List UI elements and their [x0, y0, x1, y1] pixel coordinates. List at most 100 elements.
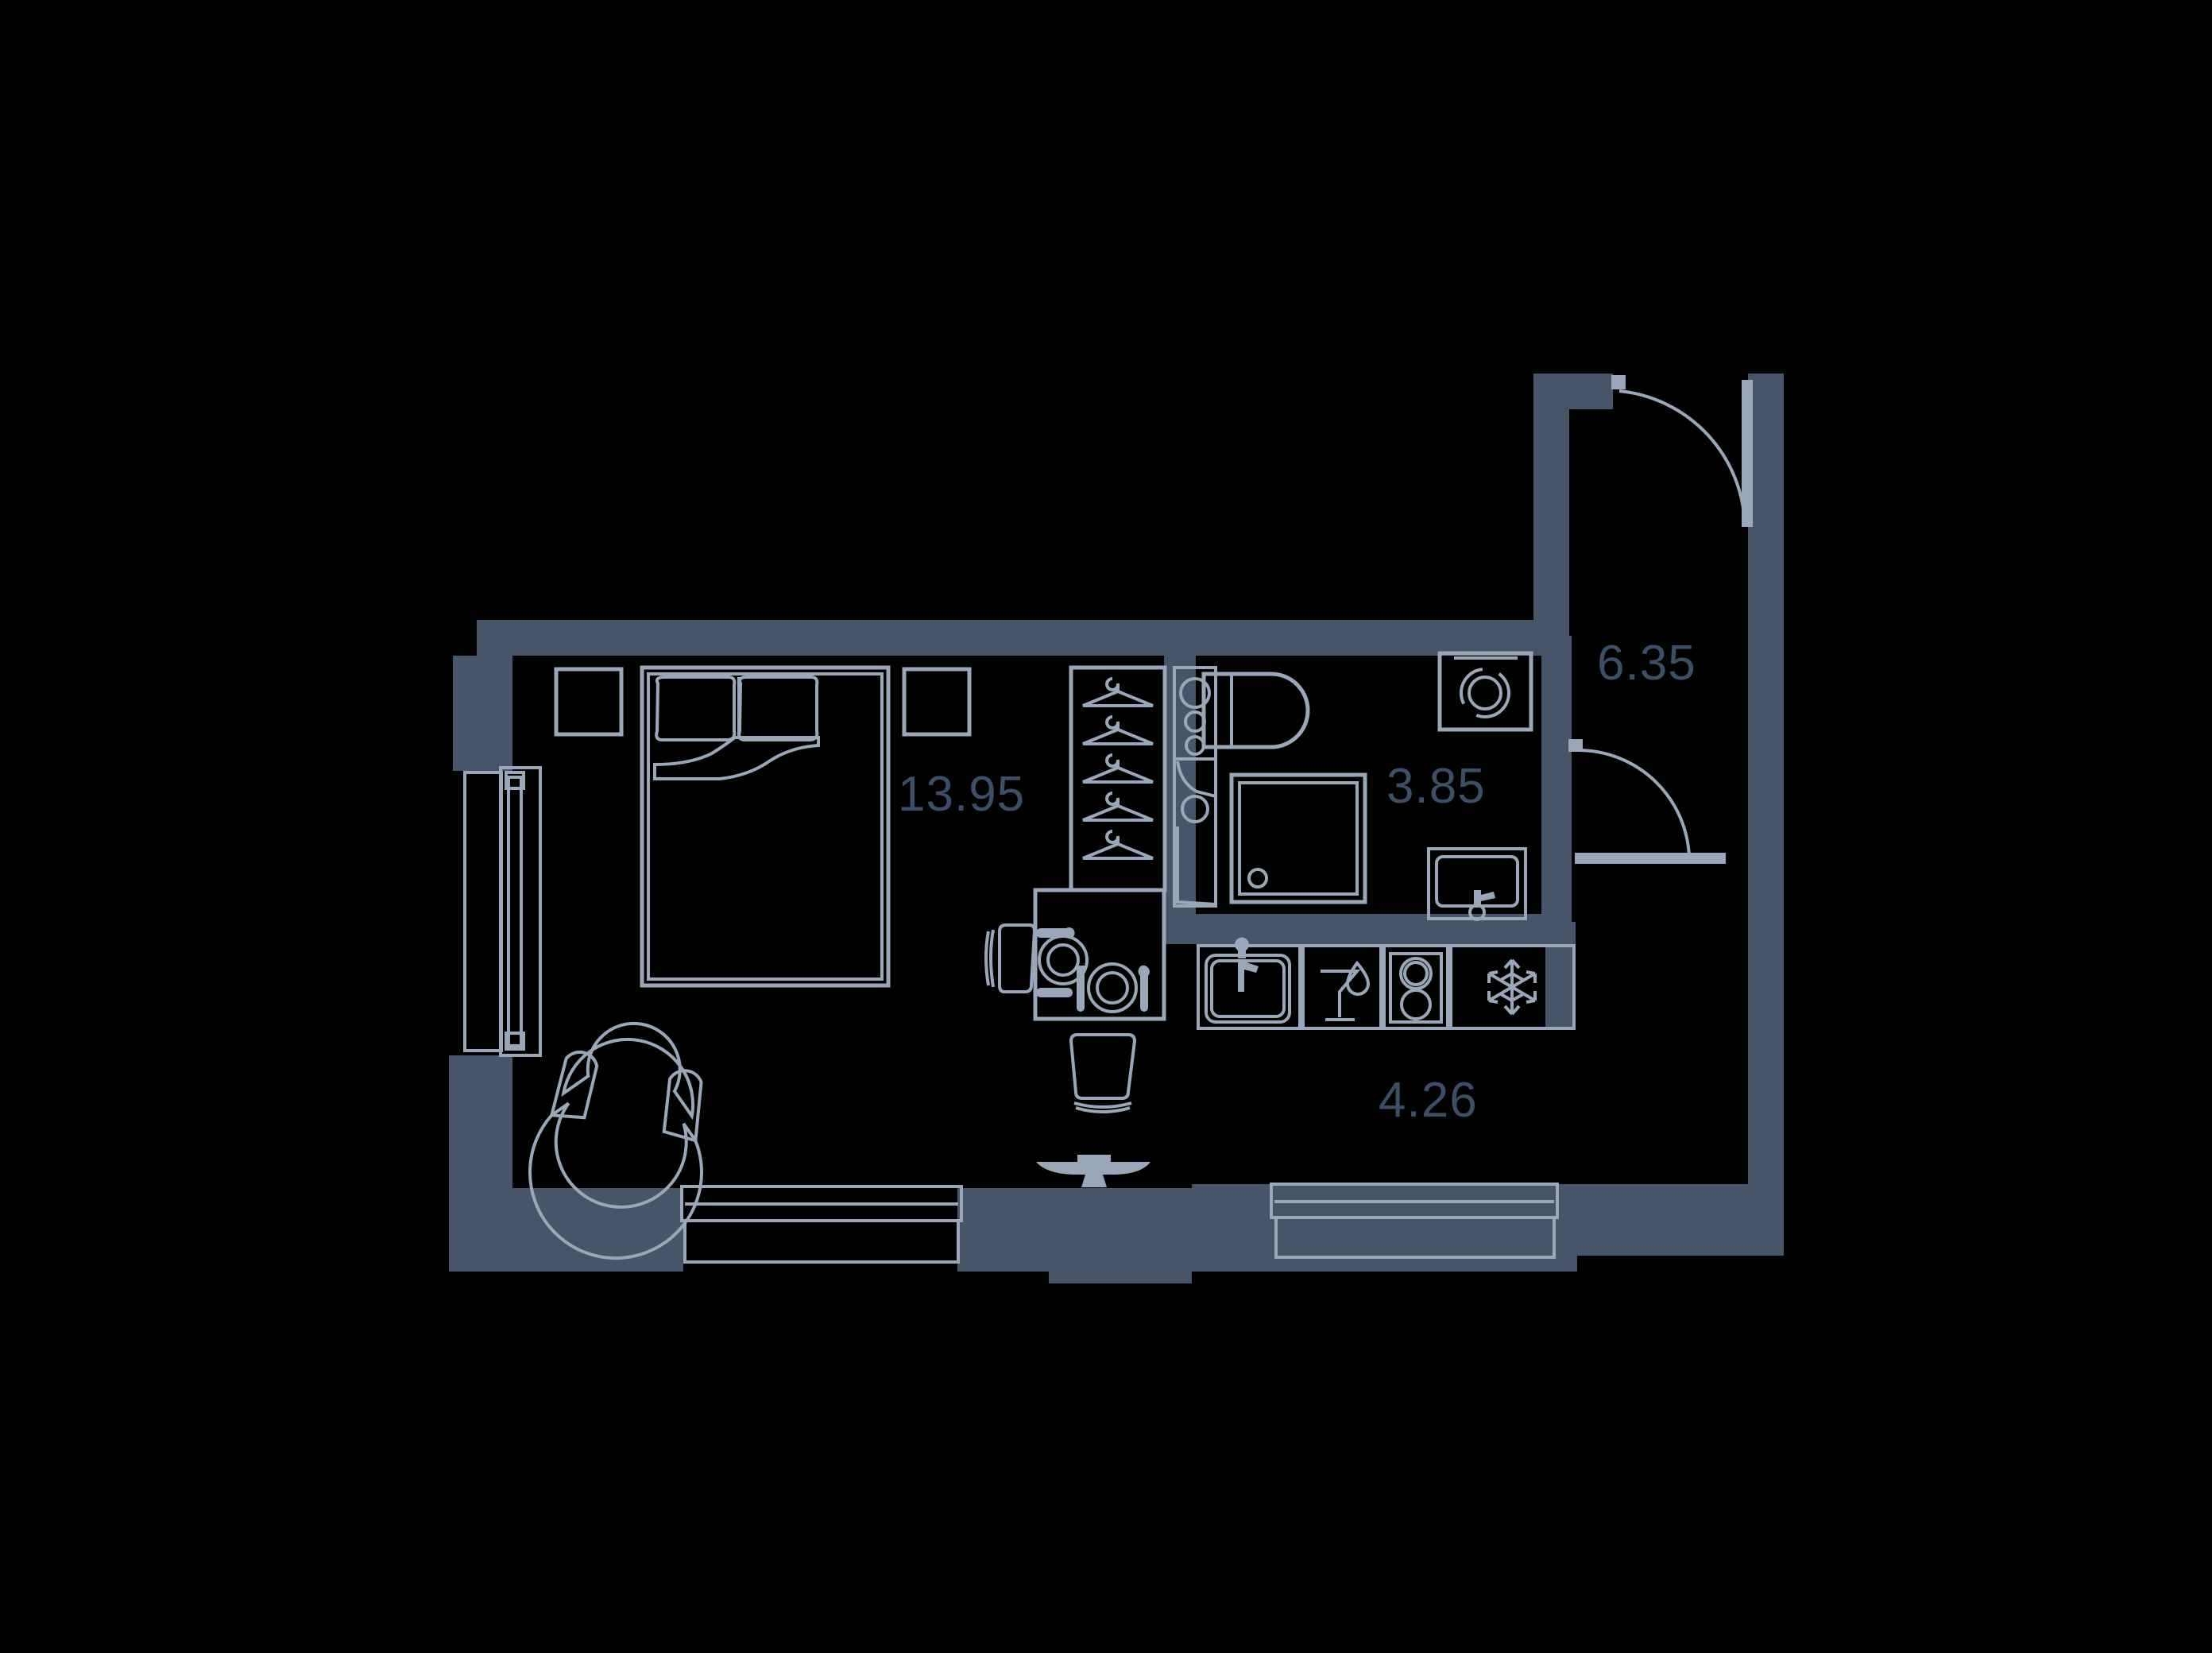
washbasin-group — [1427, 847, 1527, 921]
washing-machine-drum-inner — [1468, 676, 1502, 710]
fork-2 — [1077, 966, 1085, 1012]
shower-tray-group — [1229, 772, 1367, 904]
entrance-door-swing-arc — [1618, 389, 1746, 527]
place-setting-1 — [1036, 927, 1089, 997]
shower-drain — [1247, 868, 1268, 888]
balcony-sliding-door-group[interactable] — [463, 766, 542, 1057]
hanger-1 — [1082, 677, 1154, 707]
wall-bathroom-bottom — [1164, 914, 1569, 944]
cooktop-burner-1-inner — [1403, 961, 1429, 986]
shelf-lower-drape — [1176, 826, 1216, 906]
dining-chair-bottom-seat — [1069, 1033, 1137, 1100]
dining-chair-left-group — [984, 923, 1037, 993]
wall-left-upper — [453, 656, 512, 767]
pendant-light-shade — [1036, 1155, 1150, 1175]
wall-kitchen-right — [1545, 922, 1576, 1029]
dining-chair-bottom-back2 — [1075, 1106, 1131, 1113]
pillow-left — [655, 676, 737, 741]
wall-spur-top — [1533, 600, 1559, 636]
kitchen-unit-1 — [1197, 944, 1301, 1030]
shelf-circle-lower — [1181, 795, 1209, 823]
kitchen-sink-outer — [1205, 954, 1291, 1024]
kitchen-unit-2 — [1301, 944, 1382, 1030]
cooktop-body — [1389, 952, 1443, 1024]
wall-hallway-right — [1748, 374, 1784, 1256]
refrigerator-snowflake-icon — [1487, 958, 1537, 1016]
plate-2-inner — [1096, 971, 1129, 1005]
hanger-4 — [1082, 792, 1154, 822]
balcony-door-stop-bottom — [505, 1032, 525, 1051]
dining-chair-left-seat — [998, 923, 1037, 993]
bed-duvet-fold — [653, 736, 820, 780]
wall-hallway-left — [1533, 374, 1569, 636]
hanger-3 — [1082, 753, 1154, 784]
washing-machine-drum-outer — [1460, 668, 1510, 718]
bathroom-door-group[interactable] — [1568, 739, 1726, 864]
hanger-5 — [1082, 830, 1154, 860]
kitchen-counter-group — [1197, 937, 1576, 1030]
window-right-sill — [1274, 1216, 1556, 1259]
hangers-group — [1082, 677, 1154, 860]
balcony-door-frame-inner — [507, 776, 523, 1047]
pillow-right — [737, 676, 819, 741]
bathroom-shelf-body — [1173, 666, 1217, 908]
dining-table-group — [1033, 888, 1166, 1021]
wardrobe-group — [1069, 665, 1167, 892]
kitchen-unit-3 — [1382, 944, 1449, 1030]
armchair-arm-lower — [662, 1069, 703, 1143]
balcony-door-track — [463, 771, 503, 1052]
washing-machine-body — [1437, 651, 1533, 732]
dishwasher-drop-icon — [1345, 960, 1371, 996]
entrance-door-hinge — [1611, 375, 1626, 389]
wall-bottom-left-pier — [477, 1188, 683, 1272]
dishwasher-group — [1321, 960, 1371, 1021]
armchair-arm-upper — [549, 1050, 599, 1120]
washing-machine-group — [1437, 651, 1533, 732]
kitchen-unit-4 — [1449, 944, 1576, 1030]
hanger-2 — [1082, 715, 1154, 745]
area-label-bathroom: 3.85 — [1386, 759, 1486, 814]
entrance-door-group[interactable] — [1611, 375, 1753, 527]
area-label-hallway: 6.35 — [1597, 636, 1696, 691]
spoon-2 — [1138, 965, 1150, 1012]
bathroom-door-leaf[interactable] — [1575, 853, 1726, 864]
plate-2-outer — [1087, 962, 1138, 1013]
wall-bathroom-left — [1164, 636, 1196, 922]
double-bed-group — [640, 665, 891, 988]
washbasin-drain — [1468, 904, 1486, 921]
washbasin-counter — [1427, 847, 1527, 920]
kitchen-sink-group — [1205, 937, 1291, 1024]
wall-bottom-right-step2 — [1577, 1224, 1748, 1256]
plate-1-inner — [1046, 943, 1080, 977]
bathroom-shelf-group — [1173, 666, 1217, 908]
bathroom-door-swing-arc — [1579, 749, 1691, 857]
refrigerator-group — [1487, 958, 1537, 1016]
wall-bottom-center-pier — [957, 1188, 1192, 1272]
pendant-light-mount — [1081, 1175, 1107, 1187]
entrance-door-leaf[interactable] — [1742, 380, 1753, 527]
pendant-light-stem — [1090, 1175, 1099, 1186]
bathroom-door-hinge — [1568, 739, 1583, 752]
kitchen-sink-faucet — [1235, 937, 1259, 992]
bed-frame — [640, 665, 891, 988]
fork-1 — [1036, 988, 1073, 997]
wall-bathroom-right — [1541, 636, 1572, 944]
dining-chair-left-back2 — [984, 931, 990, 986]
area-label-kitchen: 4.26 — [1379, 1073, 1478, 1128]
shower-tray-outer — [1229, 772, 1367, 904]
dining-table-top — [1033, 888, 1166, 1021]
dining-chair-bottom-group — [1069, 1033, 1137, 1113]
pendant-light-group — [1036, 1155, 1150, 1187]
dining-chair-left-back — [989, 929, 995, 988]
dining-chair-bottom-back — [1073, 1101, 1132, 1109]
shelf-circle-medium — [1184, 710, 1206, 733]
armchair-seat — [561, 1021, 695, 1121]
toilet-group — [1201, 672, 1310, 749]
cooktop-burner-2 — [1400, 989, 1432, 1020]
toilet-bowl — [1201, 672, 1310, 749]
shelf-circle-large — [1179, 677, 1211, 709]
balcony-door-stop-top — [505, 771, 525, 790]
window-right-group — [1270, 1183, 1559, 1259]
nightstand-left — [554, 667, 624, 737]
